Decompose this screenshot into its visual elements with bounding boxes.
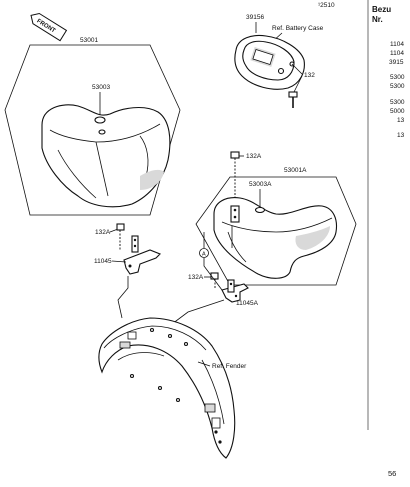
side-number: 3915	[389, 59, 404, 66]
group-frame-53001A	[195, 176, 357, 286]
bolt-132A-left	[116, 223, 125, 250]
bolt-132A-top	[230, 151, 240, 200]
callout-132A-left: 132A	[95, 229, 111, 236]
side-number: 1104	[390, 50, 404, 57]
battery-case-lid-39156	[234, 34, 305, 90]
side-number: 5300	[390, 74, 405, 81]
callout-circle-a-label: A	[202, 252, 206, 258]
assembly-line-circle-a	[203, 258, 223, 291]
rear-fender	[98, 317, 236, 459]
callout-circle-a	[199, 248, 209, 258]
leader-11045	[111, 260, 127, 263]
side-number: 13	[397, 132, 405, 139]
callout-ref-battery-case: Ref. Battery Case	[272, 25, 324, 32]
callout-132-top: 132	[304, 72, 315, 79]
callout-53001A: 53001A	[284, 167, 307, 174]
leader-132-top	[291, 63, 303, 75]
bracket-11045A	[221, 279, 249, 303]
side-number: 5300	[390, 99, 405, 106]
side-number: 1104	[390, 41, 404, 48]
side-header-line2: Nr.	[372, 15, 383, 24]
callout-53001: 53001	[80, 37, 98, 44]
assembly-line-left	[117, 276, 129, 319]
callout-132A-mid: 132A	[188, 274, 204, 281]
page-number: 56	[388, 469, 396, 478]
callout-11045A: 11045A	[236, 300, 259, 307]
leader-ref-fender	[197, 361, 211, 367]
side-header-line1: Bezu	[372, 5, 391, 14]
bracket-11045	[123, 235, 161, 275]
top-code: ¹2510	[318, 2, 335, 9]
side-number: 13	[397, 117, 405, 124]
callout-ref-fender: Ref. Fender	[212, 363, 247, 370]
front-arrow-icon: FRONT	[30, 12, 68, 42]
side-number: 5000	[390, 108, 405, 115]
bolt-132	[288, 91, 298, 108]
seat-53001A	[213, 197, 338, 279]
leader-132-bolt	[293, 75, 303, 93]
callout-132A-top: 132A	[246, 153, 262, 160]
side-number: 5300	[390, 83, 405, 90]
seat-53001	[41, 104, 171, 208]
callout-53003A: 53003A	[249, 181, 272, 188]
assembly-line-right	[171, 299, 225, 325]
callout-39156: 39156	[246, 14, 264, 21]
callout-11045: 11045	[94, 258, 112, 265]
group-frame-53001	[4, 44, 181, 216]
callout-53003: 53003	[92, 84, 110, 91]
